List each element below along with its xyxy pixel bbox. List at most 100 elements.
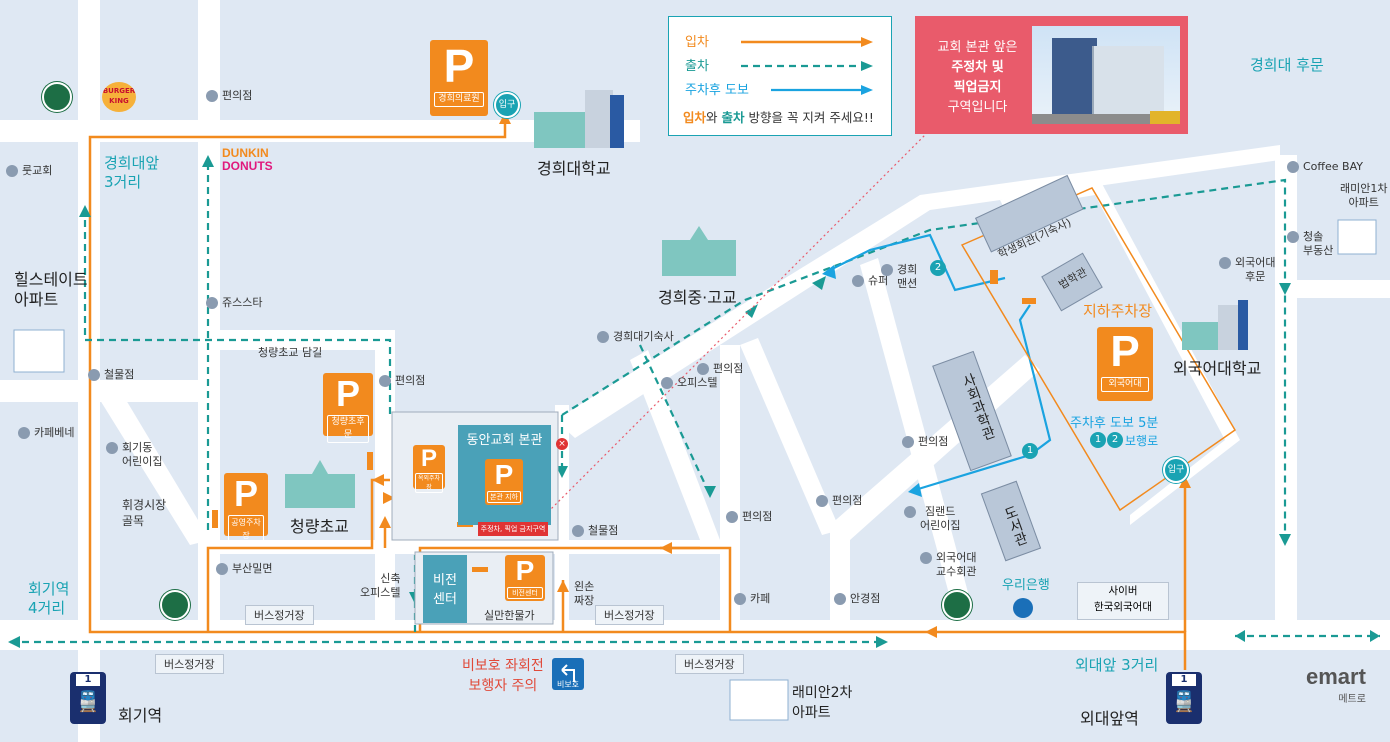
hoegi-station-icon: 1🚆: [70, 672, 106, 724]
exit-route: [10, 160, 1380, 644]
poi-khu-dorm: 경희대기숙사: [597, 330, 674, 343]
legend-walk-label: 주차후 도보: [685, 83, 749, 98]
poi-convenience-2: 편의점: [378, 374, 426, 387]
poi-jimland-daycare: 짐랜드 어린이집: [903, 505, 961, 532]
poi-hardware-1: 철물점: [87, 368, 135, 381]
starbucks-logo-3: [942, 590, 972, 620]
legend-walk-line: [771, 85, 873, 95]
poi-optician: 안경점: [833, 592, 881, 605]
woori-bank-label: 우리은행: [1002, 578, 1050, 593]
poi-officetel: 오피스텔: [660, 376, 718, 389]
notice-pointer: [547, 129, 931, 513]
parking-public[interactable]: P 공영주차장: [224, 473, 268, 543]
poi-super: 슈퍼: [851, 274, 889, 287]
walk-route-1-badge: 1: [1090, 432, 1106, 448]
hufs-front-intersection: 외대앞 3거리: [1075, 656, 1159, 674]
no-entry-icon: ×: [556, 438, 568, 450]
walk5-label: 주차후 도보 5분: [1070, 416, 1159, 431]
entry-arrows: [372, 112, 1191, 638]
poi-cheongsol-realty: 청솔 부동산: [1286, 230, 1334, 257]
legend-exit-line: [741, 61, 873, 71]
hufs-station-label: 외대앞역: [1080, 709, 1139, 728]
poi-rut-church: 룻교회: [5, 164, 53, 177]
khu-middle-building-icon: [662, 226, 736, 276]
legend-entry-label: 입차: [685, 35, 709, 50]
hoegi-intersection: 회기역 4거리: [28, 580, 70, 617]
legend-entry-line: [741, 37, 873, 47]
emart-logo: emart 메트로: [1306, 664, 1366, 705]
poi-convenience-5: 편의점: [815, 494, 863, 507]
ramian2-label: 래미안2차 아파트: [792, 685, 853, 721]
poi-cafe: 카페: [733, 592, 771, 605]
poi-coffee-bay: Coffee BAY: [1287, 160, 1363, 173]
church-main-building: 동안교회 본관 P 본관 지하: [458, 425, 551, 525]
poi-hwigyeong-market: 휘경시장 골목: [122, 498, 167, 528]
khu-label: 경희대학교: [537, 159, 611, 178]
hufs-station-icon: 1🚆: [1166, 672, 1202, 724]
cheongryang-label: 청량초교: [290, 517, 349, 536]
hillstate-label: 힐스테이트 아파트: [14, 270, 88, 309]
poi-cheongryang-wall: 청량초교 담길: [258, 346, 323, 359]
unprotected-left-sign: [552, 658, 584, 690]
poi-juice-star: 쥬스스타: [205, 296, 263, 309]
apartment-icons: [13, 219, 1377, 721]
walk-route-label: 보행로: [1125, 434, 1159, 448]
poi-wanson-jjajang: 왼손 짜장: [574, 580, 595, 607]
burger-king-logo: BURGER KING: [102, 82, 136, 112]
no-stopping-notice: 교회 본관 앞은 주정차 및 픽업금지 구역입니다: [915, 16, 1188, 134]
cheongryang-building-icon: [285, 460, 355, 508]
left-turn-arrow-icon: [561, 664, 575, 682]
underground-label: 지하주차장: [1083, 302, 1153, 320]
hoegi-station-label: 회기역: [118, 706, 163, 725]
bus-stop-2: 버스정거장: [595, 605, 664, 625]
walk-marker-2: 2: [930, 260, 946, 276]
dunkin-logo: DUNKIN DONUTS: [222, 146, 273, 173]
poi-hoegidong-daycare: 회기동 어린이집: [105, 441, 163, 468]
legend-note: 입차와 출차 방향을 꼭 지켜 주세요!!: [683, 110, 874, 125]
poi-convenience-6: 편의점: [901, 435, 949, 448]
khu-front-intersection: 경희대앞 3거리: [104, 154, 160, 191]
parking-vision[interactable]: P 비전센터: [505, 555, 545, 601]
poi-hardware-2: 철물점: [571, 524, 619, 537]
walk-marker-1: 1: [1022, 443, 1038, 459]
poi-convenience-3: 편의점: [696, 362, 744, 375]
ramian1-label: 래미안1차 아파트: [1340, 182, 1388, 209]
woori-bank-logo: [1013, 598, 1033, 618]
poi-hufs-back-gate: 외국어대 후문: [1218, 256, 1276, 283]
bus-stop-3: 버스정거장: [155, 654, 224, 674]
legend-box: 입차 출차 주차후 도보 입차와 출차 방향을 꼭 지켜 주세요!!: [668, 16, 892, 136]
khu-back-gate: 경희대 후문: [1250, 56, 1324, 74]
poi-khu-mansion: 경희 맨션: [880, 263, 918, 290]
poi-convenience-4: 편의점: [725, 510, 773, 523]
starbucks-logo-2: [160, 590, 190, 620]
walk-arrows: [822, 265, 922, 497]
legend-exit-label: 출차: [685, 59, 709, 74]
walk-route: [829, 233, 1052, 492]
hufs-entrance[interactable]: 입구: [1163, 457, 1189, 483]
vision-center-building: 비전 센터: [423, 555, 467, 623]
parking-main-basement[interactable]: P 본관 지하: [485, 459, 523, 505]
poi-silman: 실만한물가: [484, 609, 535, 622]
poi-cafebene: 카페베네: [17, 426, 75, 439]
parking-hufs[interactable]: P 외국어대: [1097, 327, 1153, 401]
parking-hospital[interactable]: P 경희의료원: [430, 40, 488, 116]
poi-new-officetel: 신축 오피스텔: [360, 572, 401, 599]
khu-middle-label: 경희중·고교: [658, 288, 737, 307]
poi-hufs-faculty-hall: 외국어대 교수회관: [919, 551, 977, 578]
pedestrian-warning: 비보호 좌회전 보행자 주의: [462, 658, 544, 694]
poi-busan-milmyeon: 부산밀면: [215, 562, 273, 575]
parking-cheongryang-back[interactable]: P 청량초후문: [323, 373, 373, 443]
cyber-hufs-box: 사이버 한국외국어대: [1077, 582, 1169, 620]
hufs-label: 외국어대학교: [1173, 359, 1262, 378]
khu-entrance[interactable]: 입구: [494, 92, 520, 118]
poi-convenience-1: 편의점: [205, 89, 253, 102]
parking-outdoor[interactable]: P 옥외주차장: [413, 445, 445, 493]
notice-text: 교회 본관 앞은 주정차 및 픽업금지 구역입니다: [937, 40, 1018, 115]
bus-stop-4: 버스정거장: [675, 654, 744, 674]
bus-stop-1: 버스정거장: [245, 605, 314, 625]
church-photo: [1032, 26, 1180, 124]
no-stop-zone-label: 주정차, 픽업 금지구역: [478, 522, 548, 536]
hufs-building-icon: [1182, 300, 1248, 350]
